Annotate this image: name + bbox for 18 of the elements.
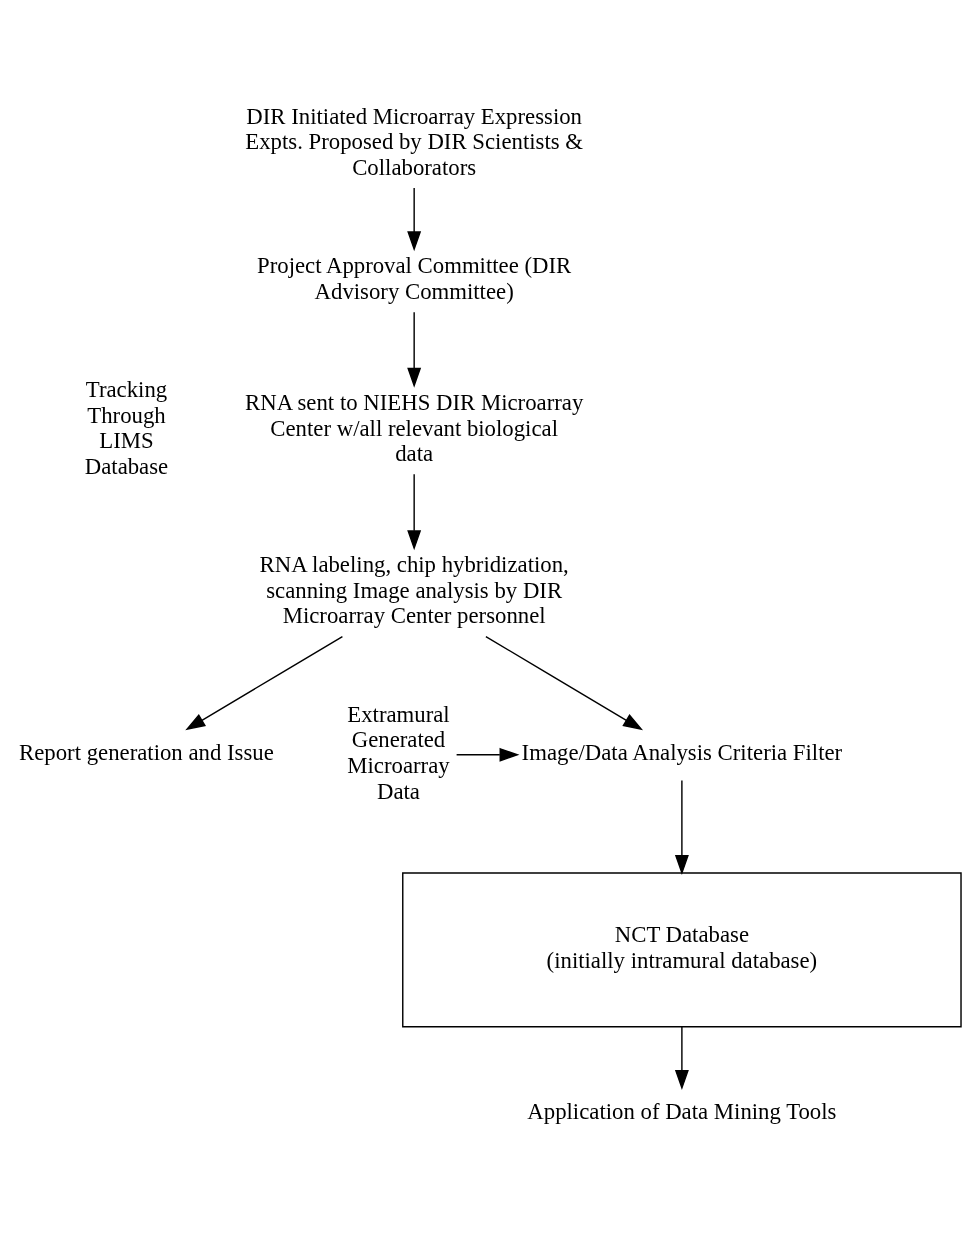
node-text: DIR Initiated Microarray Expression Expts. Proposed by DIR Scientists & Collaborators (245, 103, 584, 180)
arrow (485, 635, 644, 731)
node-text: Report generation and Issue (19, 740, 274, 766)
node-text: RNA sent to NIEHS DIR Microarray Center w/all relevant biological data (245, 389, 584, 467)
node-text: Extramural Generated Microarray Data (347, 701, 450, 804)
arrow (407, 187, 422, 252)
arrow (407, 311, 422, 388)
arrow (455, 747, 520, 762)
label: Tracking Through LIMS Database (84, 377, 169, 479)
node-text: Application of Data Mining Tools (527, 1099, 837, 1125)
arrow (185, 635, 344, 731)
node-box: NCT Database (initially intramural database) (402, 872, 962, 1028)
arrow (674, 1026, 689, 1091)
node-text: Project Approval Committee (DIR Advisory Committee) (257, 253, 572, 304)
node-text: RNA labeling, chip hybridization, scanning Image analysis by DIR Microarray Center personnel (259, 552, 569, 629)
arrow (407, 473, 422, 551)
node-text: Image/Data Analysis Criteria Filter (521, 740, 843, 766)
arrow (674, 779, 689, 876)
